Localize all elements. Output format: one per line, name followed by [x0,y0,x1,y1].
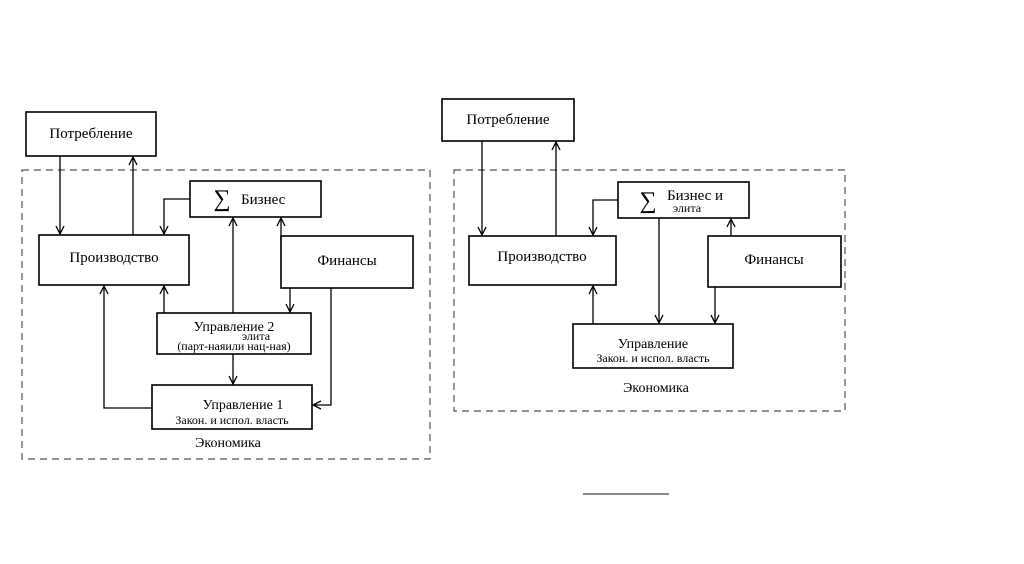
finance-box-right: Финансы [707,235,842,288]
economy-boundary-right [453,169,846,412]
management1-box: Управление 1 Закон. и испол. власть [151,384,313,430]
consumption-label-right: Потребление [466,112,549,128]
production-box: Производство [38,234,190,286]
business-elite-box: ∑ Бизнес и элита [617,181,750,219]
management2-subtitle: (парт-наяили нац-ная) [177,339,290,353]
arrow-finance-to-management1 [313,288,332,405]
finance-label: Финансы [317,253,376,269]
consumption-label: Потребление [49,126,132,142]
management1-title: Управление 1 [203,398,284,413]
arrow-business-to-production-right [593,199,618,235]
production-label: Производство [69,250,158,266]
business-elite-label-line2: элита [673,201,702,215]
finance-box: Финансы [280,235,414,289]
business-elite-label-line1: Бизнес и [667,188,723,204]
arrow-business-to-production [164,198,190,234]
management2-elite: элита [242,329,271,343]
right-diagram: Потребление Производство ∑ Бизнес и элит… [441,98,846,412]
sum-icon: ∑ [213,186,230,212]
left-diagram: Потребление Производство ∑ Бизнес Финанс… [21,111,431,460]
economy-boundary [21,169,431,460]
production-box-right: Производство [468,235,617,286]
economy-label-right: Экономика [623,381,690,396]
sum-icon-right: ∑ [639,188,656,214]
business-label: Бизнес [241,192,286,208]
finance-label-right: Финансы [744,252,803,268]
management1-subtitle: Закон. и испол. власть [175,413,289,427]
consumption-box-right: Потребление [441,98,575,142]
management-title-right: Управление [618,337,688,352]
arrow-management1-to-production [104,286,152,409]
consumption-box: Потребление [25,111,157,157]
management-box-right: Управление Закон. и испол. власть [572,323,734,369]
production-label-right: Производство [497,249,586,265]
management2-title: Управление 2 [194,320,275,335]
management2-box: Управление 2 элита (парт-наяили нац-ная) [156,312,312,355]
economy-label: Экономика [195,436,262,451]
management-subtitle-right: Закон. и испол. власть [596,351,710,365]
business-box: ∑ Бизнес [189,180,322,218]
